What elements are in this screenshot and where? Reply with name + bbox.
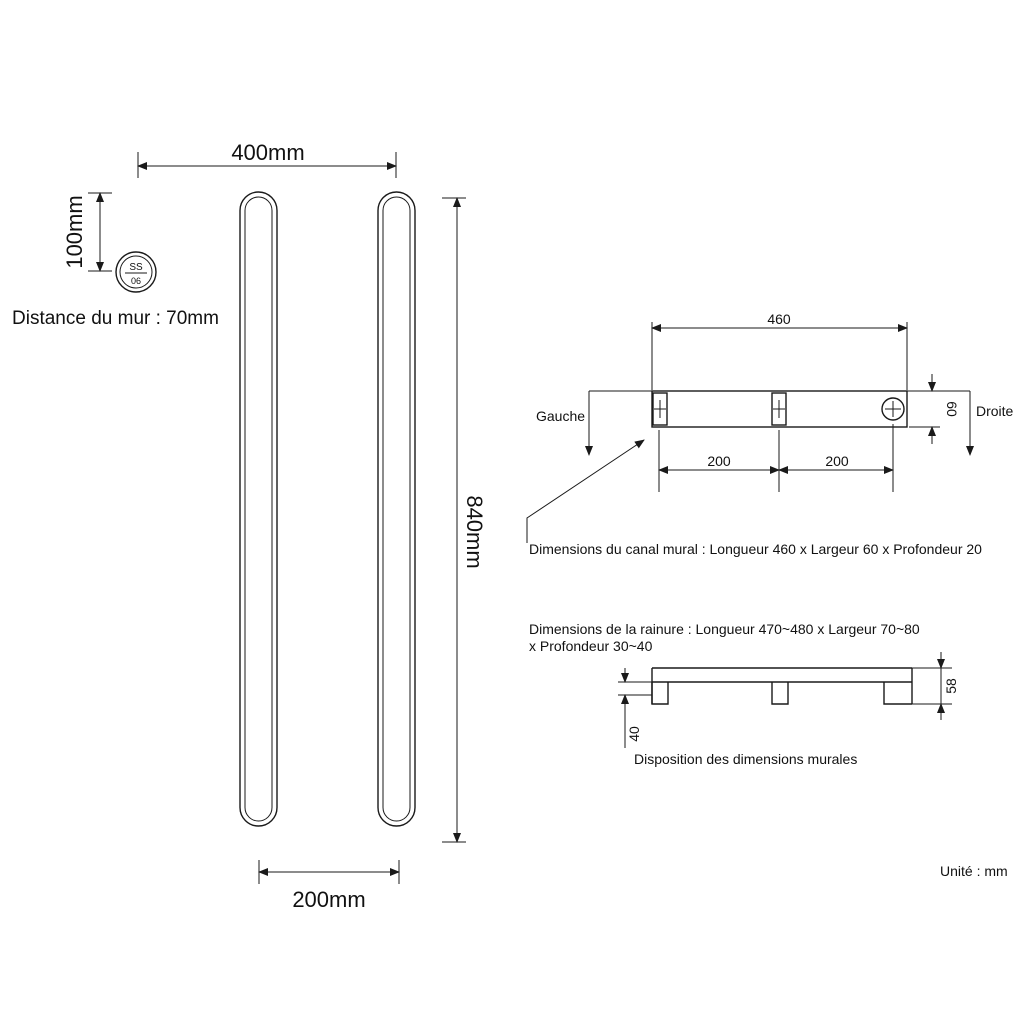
groove-depth-label: 40 [626, 726, 642, 742]
channel-dimensions-note: Dimensions du canal mural : Longueur 460… [529, 541, 982, 557]
groove-height-label: 58 [943, 678, 959, 694]
width-label: 400mm [231, 140, 304, 165]
height-label: 840mm [462, 495, 487, 568]
rail-left [239, 191, 278, 827]
wall-mount-badge-icon: SS 06 [115, 251, 157, 293]
channel-spacing-dimension: 200 200 [658, 424, 894, 492]
badge-top-text: SS [129, 262, 143, 273]
right-side-label: Droite [976, 403, 1014, 419]
mount-slot-icon [771, 392, 787, 426]
wall-distance-text: Distance du mur : 70mm [12, 308, 219, 329]
wall-layout-profile [651, 667, 913, 705]
left-side-label: Gauche [536, 408, 585, 424]
badge-bottom-text: 06 [131, 276, 141, 286]
screw-hole-icon [881, 397, 905, 421]
channel-length-label: 460 [767, 311, 791, 327]
groove-height-dimension: 58 [912, 652, 959, 720]
channel-length-dimension: 460 [651, 311, 908, 390]
unit-label: Unité : mm [940, 863, 1008, 879]
note-leader-line [526, 439, 645, 543]
groove-caption: Disposition des dimensions murales [634, 751, 857, 767]
width-dimension: 400mm [137, 140, 397, 178]
spacing-label: 200mm [292, 887, 365, 912]
channel-height-dimension: 60 [909, 374, 960, 444]
spacing-a-label: 200 [707, 453, 731, 469]
channel-height-label: 60 [944, 401, 960, 417]
rail-right [377, 191, 416, 827]
diameter-label: 100mm [62, 195, 87, 268]
wall-channel-plate [651, 390, 908, 428]
groove-note-line1: Dimensions de la rainure : Longueur 470~… [529, 621, 920, 637]
groove-depth-dimension: 40 [618, 668, 652, 748]
height-dimension: 840mm [442, 197, 487, 843]
groove-note-line2: x Profondeur 30~40 [529, 638, 653, 654]
spacing-b-label: 200 [825, 453, 849, 469]
diameter-dimension: 100mm [62, 192, 112, 272]
spacing-dimension: 200mm [258, 860, 400, 912]
mount-slot-icon [652, 392, 668, 426]
